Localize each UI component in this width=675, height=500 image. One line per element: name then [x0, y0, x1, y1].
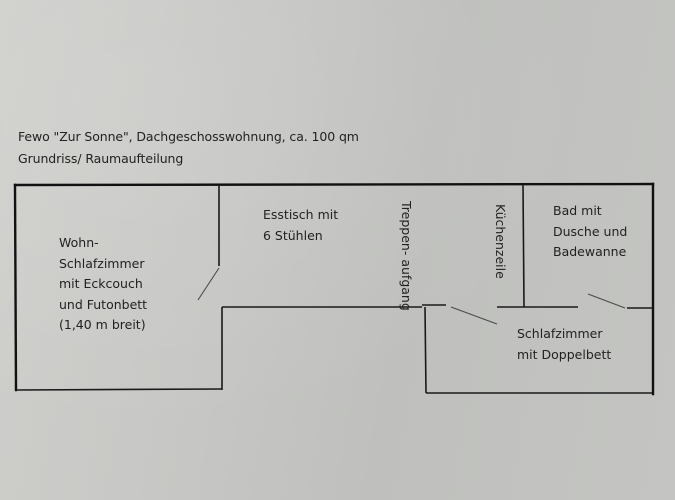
room-label-living: Wohn- Schlafzimmer mit Eckcouch und Futo…	[59, 235, 148, 332]
room-label-bedroom: Schlafzimmer mit Doppelbett	[517, 326, 612, 362]
wall-kitchen-bath	[522, 184, 525, 308]
wall-left	[13, 183, 18, 392]
wall-living-bottom	[15, 388, 223, 391]
plan-subtitle: Grundriss/ Raumaufteilung	[18, 151, 184, 166]
room-label-bath: Bad mit Dusche und Badewanne	[553, 203, 628, 259]
door-living	[197, 267, 220, 301]
plan-title: Fewo "Zur Sonne", Dachgeschosswohnung, c…	[18, 129, 359, 144]
room-label-kitchen: Küchenzeile	[493, 204, 508, 279]
wall-bedroom-left	[424, 306, 427, 394]
door-bedroom	[450, 306, 498, 325]
room-label-dining: Esstisch mit 6 Stühlen	[263, 207, 339, 243]
door-bath	[587, 293, 626, 309]
room-label-stairs: Treppen- aufgang	[399, 201, 414, 311]
wall-top	[13, 182, 655, 187]
